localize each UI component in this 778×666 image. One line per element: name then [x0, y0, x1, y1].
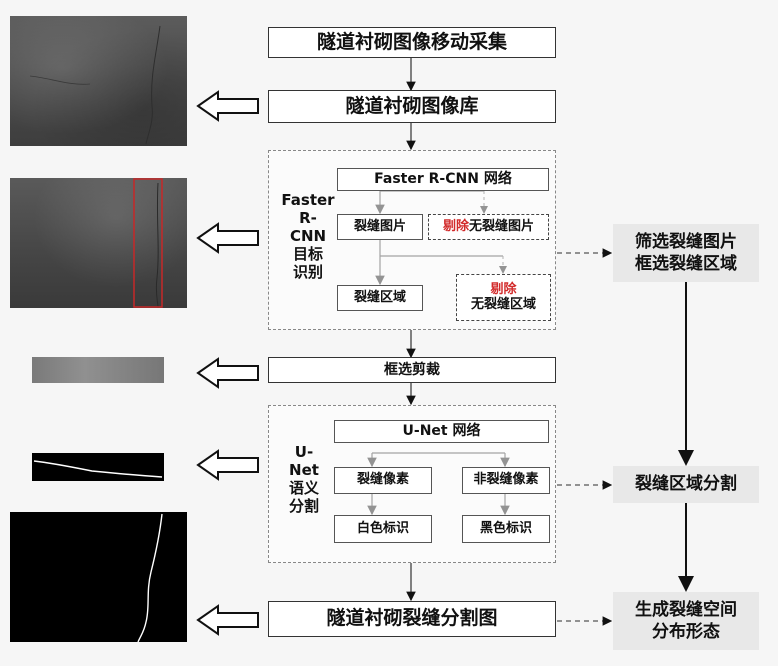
spatial-morphology-panel: 生成裂缝空间 分布形态: [613, 592, 759, 650]
crop-box: 框选剪裁: [268, 357, 556, 383]
cropped-crack-strip: [32, 357, 164, 383]
segmentation-result-box: 隧道衬砌裂缝分割图: [268, 601, 556, 637]
unet-network-box: U-Net 网络: [334, 420, 549, 443]
crack-image-box: 裂缝图片: [337, 214, 423, 240]
white-mark-box: 白色标识: [334, 515, 432, 543]
black-mark-box: 黑色标识: [462, 515, 550, 543]
non-crack-pixels-box: 非裂缝像素: [462, 467, 550, 494]
faster-rcnn-label: Faster R- CNN 目标 识别: [281, 191, 335, 281]
crack-segmentation-panel: 裂缝区域分割: [613, 466, 759, 503]
full-segmentation-map: [10, 512, 187, 642]
detected-crack-image: [10, 178, 187, 308]
crack-region-box: 裂缝区域: [337, 285, 423, 311]
crack-white-path: [137, 513, 163, 642]
crack-pixels-box: 裂缝像素: [334, 467, 432, 494]
crack-texture: [29, 25, 161, 145]
image-capture-box: 隧道衬砌图像移动采集: [268, 27, 556, 58]
tunnel-lining-sample-image: [10, 16, 187, 146]
hollow-left-arrow-icon: [196, 357, 259, 389]
hollow-left-arrow-icon: [196, 604, 259, 636]
faster-rcnn-network-box: Faster R-CNN 网络: [337, 168, 549, 191]
segmentation-mask-strip: [32, 453, 164, 481]
hollow-left-arrow-icon: [196, 90, 259, 122]
remove-non-crack-region-box: 剔除无裂缝区域: [456, 274, 551, 321]
hollow-left-arrow-icon: [196, 449, 259, 481]
crack-bounding-box: [133, 178, 163, 308]
hollow-left-arrow-icon: [196, 222, 259, 254]
unet-label: U- Net 语义 分割: [288, 443, 319, 515]
screen-crack-panel: 筛选裂缝图片 框选裂缝区域: [613, 224, 759, 282]
crack-white-line: [33, 460, 163, 478]
remove-non-crack-image-box: 剔除无裂缝图片: [428, 214, 549, 240]
image-library-box: 隧道衬砌图像库: [268, 90, 556, 123]
